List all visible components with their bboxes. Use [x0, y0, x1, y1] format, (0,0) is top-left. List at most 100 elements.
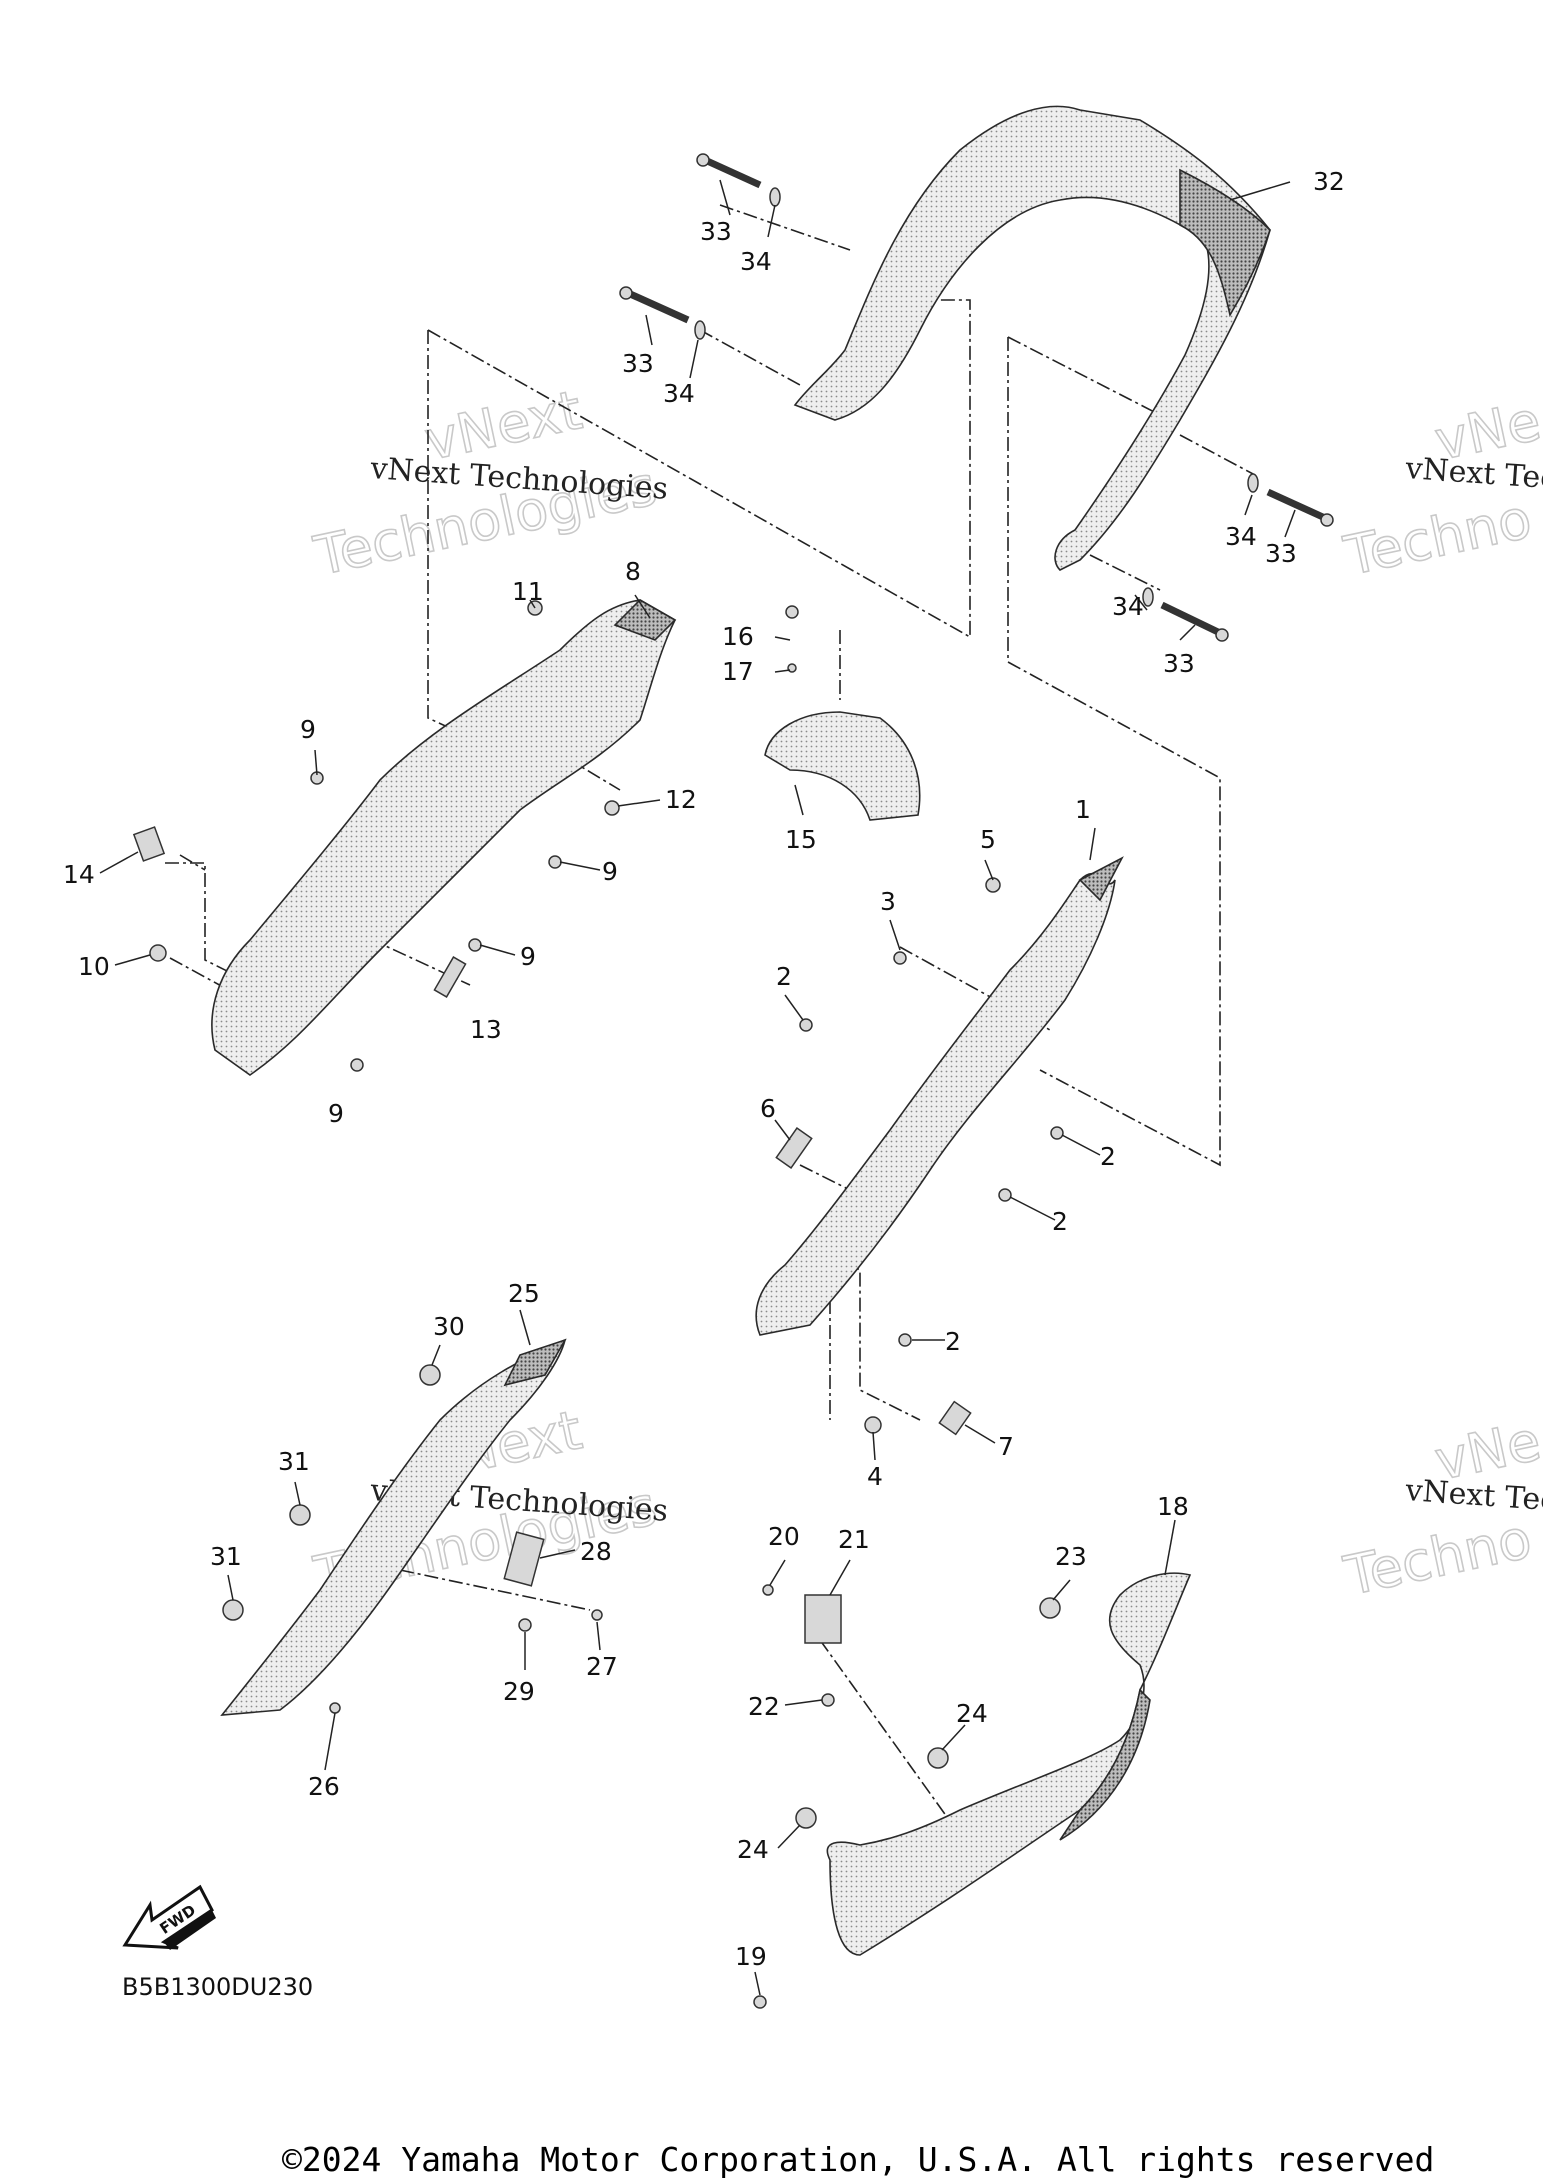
washer-34-a [769, 187, 781, 207]
callout-18: 18 [1157, 1492, 1189, 1521]
clip-9-b [548, 855, 562, 869]
clip-9-d [350, 1058, 364, 1072]
bolt-33-c [1266, 488, 1334, 527]
callout-9: 9 [328, 1099, 344, 1128]
screw-4 [864, 1416, 882, 1434]
clip-27 [591, 1609, 603, 1621]
bracket-21 [804, 1594, 842, 1644]
callout-34: 34 [740, 247, 772, 276]
washer-34-d [1142, 587, 1154, 607]
grab-bar [793, 105, 1271, 571]
watermark-text: vNext Tec [1403, 451, 1543, 497]
callout-7: 7 [998, 1432, 1014, 1461]
grommet-31-a [289, 1504, 311, 1526]
callout-33: 33 [1163, 649, 1195, 678]
small-cover [764, 711, 921, 821]
callout-2: 2 [1100, 1142, 1116, 1171]
callout-33: 33 [1265, 539, 1297, 568]
side-cover-right [755, 872, 1116, 1336]
callout-23: 23 [1055, 1542, 1087, 1571]
screw-10 [149, 944, 167, 962]
clip-2-b [1050, 1126, 1064, 1140]
clip-26 [329, 1702, 341, 1714]
grommet-31-b [222, 1599, 244, 1621]
side-cover-left-edge [613, 599, 677, 641]
callout-34: 34 [1225, 522, 1257, 551]
callout-15: 15 [785, 825, 817, 854]
callout-9: 9 [300, 715, 316, 744]
fasteners [132, 600, 1064, 2009]
callout-2: 2 [776, 962, 792, 991]
under-cowl [826, 1572, 1192, 1956]
washer-34-b [694, 320, 706, 340]
side-cover-left [211, 599, 677, 1076]
clip-2-d [898, 1333, 912, 1347]
lower-side-cover-edge [503, 1338, 567, 1387]
callout-1: 1 [1075, 795, 1091, 824]
callout-5: 5 [980, 825, 996, 854]
side-cover-right-tip [1078, 856, 1124, 902]
bolt-33-a [696, 153, 762, 189]
callout-labels: 32 33 34 33 34 34 33 34 33 8 11 16 17 15… [63, 167, 1345, 1971]
callout-29: 29 [503, 1677, 535, 1706]
watermark-center-top: vNext Technologies vNext Technologies [308, 377, 669, 588]
clip-9-c [468, 938, 482, 952]
watermark-right-bottom: vNe Techno vNext Tec [1338, 1408, 1543, 1608]
watermark-word-technologies: Techno [1339, 1507, 1537, 1608]
screw-19 [753, 1995, 767, 2009]
callout-33: 33 [700, 217, 732, 246]
callout-20: 20 [768, 1522, 800, 1551]
bolt-29 [518, 1618, 532, 1632]
callout-33: 33 [622, 349, 654, 378]
grommet-24-a [927, 1747, 949, 1769]
callout-14: 14 [63, 860, 95, 889]
callout-2: 2 [1052, 1207, 1068, 1236]
leader-lines [99, 179, 1296, 1996]
grommet-30 [419, 1364, 441, 1386]
callout-2: 2 [945, 1327, 961, 1356]
grommet-23 [1039, 1597, 1061, 1619]
callout-17: 17 [722, 657, 754, 686]
watermark-text: vNext Tec [1403, 1473, 1543, 1519]
screw-16 [785, 605, 799, 619]
pad-7 [938, 1400, 972, 1436]
callout-12: 12 [665, 785, 697, 814]
callout-22: 22 [748, 1692, 780, 1721]
callout-30: 30 [433, 1312, 465, 1341]
forward-arrow-icon: FWD [122, 1884, 216, 1950]
diagram-code: B5B1300DU230 [122, 1973, 313, 2001]
damper-13 [433, 956, 467, 998]
callout-8: 8 [625, 557, 641, 586]
callout-32: 32 [1313, 167, 1345, 196]
washer-34-c [1247, 473, 1259, 493]
callout-19: 19 [735, 1942, 767, 1971]
pad-14 [132, 826, 166, 862]
clip-2-c [998, 1188, 1012, 1202]
callout-31: 31 [210, 1542, 242, 1571]
damper-6 [775, 1127, 813, 1169]
screw-5 [985, 877, 1001, 893]
callout-21: 21 [838, 1525, 870, 1554]
nut-22 [821, 1693, 835, 1707]
callout-34: 34 [1112, 592, 1144, 621]
under-cowl-shadow [1059, 1688, 1151, 1841]
callout-6: 6 [760, 1094, 776, 1123]
callout-4: 4 [867, 1462, 883, 1491]
watermark-right-top: vNe Techno vNext Tec [1338, 388, 1543, 588]
callout-28: 28 [580, 1537, 612, 1566]
callout-10: 10 [78, 952, 110, 981]
callout-25: 25 [508, 1279, 540, 1308]
screw-20 [762, 1584, 774, 1596]
callout-24: 24 [956, 1699, 988, 1728]
callout-9: 9 [520, 942, 536, 971]
callout-11: 11 [512, 577, 544, 606]
clip-3 [893, 951, 907, 965]
callout-3: 3 [880, 887, 896, 916]
grommet-24-b [795, 1807, 817, 1829]
watermark-word-technologies: Techno [1339, 487, 1537, 588]
callout-13: 13 [470, 1015, 502, 1044]
bolt-33-b [619, 286, 690, 324]
callout-9: 9 [602, 857, 618, 886]
copyright-notice: ©2024 Yamaha Motor Corporation, U.S.A. A… [282, 2140, 1435, 2179]
